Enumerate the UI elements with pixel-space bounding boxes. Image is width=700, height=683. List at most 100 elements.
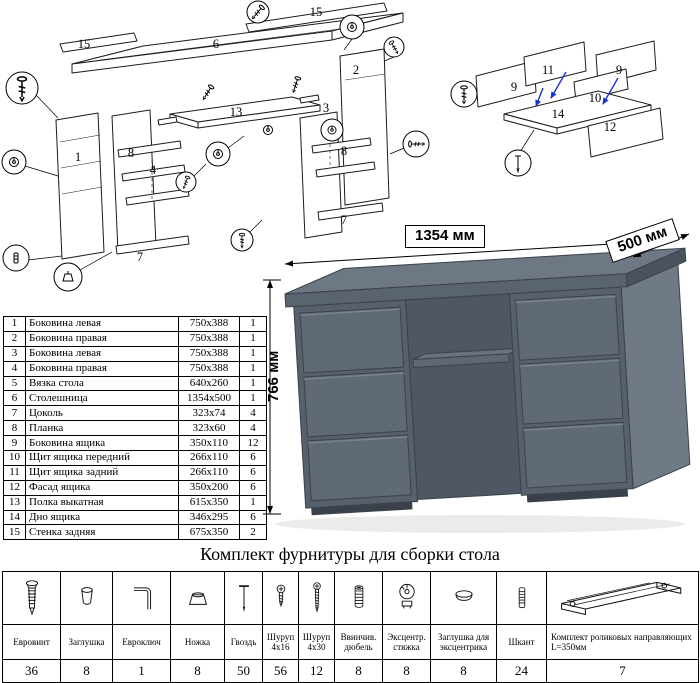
- part-size: 675x350: [178, 524, 240, 541]
- hardware-item-name: Заглушка для эксцентрика: [430, 624, 497, 660]
- part-name: Цоколь: [25, 405, 179, 422]
- hardware-kit-title: Комплект фурнитуры для сборки стола: [200, 544, 500, 564]
- hardware-item-name: Евроключ: [112, 624, 171, 660]
- part-name: Стенка задняя: [25, 524, 179, 541]
- part-name: Щит ящика задний: [25, 464, 179, 481]
- part-size: 350x200: [178, 479, 240, 496]
- part-number: 6: [3, 390, 26, 407]
- part-name: Боковина левая: [25, 345, 179, 362]
- part-qty: 6: [239, 509, 267, 526]
- part-name: Щит ящика передний: [25, 450, 179, 466]
- hardware-item-qty: 12: [298, 659, 335, 683]
- part-qty: 1: [239, 330, 267, 347]
- cam-lock-icon: [382, 571, 431, 625]
- part-name: Боковина правая: [25, 330, 179, 347]
- part-name: Полка выкатная: [25, 494, 179, 511]
- part-qty: 4: [239, 405, 267, 422]
- hardware-item-name: Шкант: [496, 624, 547, 660]
- hardware-item-qty: 7: [546, 659, 699, 683]
- hardware-item-qty: 36: [2, 659, 61, 683]
- part-size: 266x110: [178, 450, 240, 466]
- part-name: Вязка стола: [25, 375, 179, 392]
- part-size: 750x388: [178, 316, 240, 332]
- desk-drawing: [263, 233, 691, 533]
- part-number: 10: [3, 450, 26, 466]
- main-assembly-drawing: [1, 0, 430, 292]
- part-qty: 2: [239, 524, 267, 541]
- part-size: 323x74: [178, 405, 240, 422]
- hardware-item-name: Заглушка: [60, 624, 113, 660]
- hardware-item-qty: 8: [382, 659, 431, 683]
- height-dimension-label: 766 мм: [265, 350, 282, 402]
- hardware-item-name: Шуруп 4x16: [262, 624, 299, 660]
- nail-icon: [224, 571, 263, 625]
- drawer-slides-icon: [546, 571, 699, 625]
- desk-render: 1354 мм 500 мм 766 мм: [255, 217, 700, 548]
- part-size: 640x260: [178, 375, 240, 392]
- part-number: 5: [3, 375, 26, 392]
- hardware-item-name: Эксцентр. стяжка: [382, 624, 431, 660]
- part-size: 266x110: [178, 464, 240, 481]
- hardware-item-qty: 8: [334, 659, 383, 683]
- part-size: 350x110: [178, 435, 240, 452]
- cam-cover-icon: [430, 571, 497, 625]
- part-number: 4: [3, 360, 26, 377]
- hardware-item-qty: 50: [224, 659, 263, 683]
- hardware-item-name: Ввинчив. дюбель: [334, 624, 383, 660]
- part-number: 12: [3, 479, 26, 496]
- part-size: 346x295: [178, 509, 240, 526]
- hex-key-icon: [112, 571, 171, 625]
- part-size: 750x388: [178, 360, 240, 377]
- part-name: Фасад ящика: [25, 479, 179, 496]
- hardware-table-row: [2, 571, 699, 625]
- part-number: 7: [3, 405, 26, 422]
- part-number: 2: [3, 330, 26, 347]
- width-dimension-label: 1354 мм: [405, 225, 485, 248]
- hardware-item-qty: 8: [430, 659, 497, 683]
- screw-4x30-icon: [298, 571, 335, 625]
- part-name: Боковина левая: [25, 316, 179, 332]
- hardware-item-qty: 24: [496, 659, 547, 683]
- cap-plug-icon: [60, 571, 113, 625]
- hardware-item-name: Евровинт: [2, 624, 61, 660]
- part-size: 615x350: [178, 494, 240, 511]
- part-name: Дно ящика: [25, 509, 179, 526]
- hardware-item-qty: 8: [60, 659, 113, 683]
- screw-4x16-icon: [262, 571, 299, 625]
- furniture-foot-icon: [170, 571, 225, 625]
- part-number: 1: [3, 316, 26, 332]
- confirmat-screw-icon: [2, 571, 61, 625]
- drawer-assembly-drawing: [450, 40, 664, 177]
- hardware-item-name: Ножка: [170, 624, 225, 660]
- part-number: 3: [3, 345, 26, 362]
- hardware-item-name: Шуруп 4x30: [298, 624, 335, 660]
- part-size: 750x388: [178, 330, 240, 347]
- wooden-dowel-icon: [496, 571, 547, 625]
- screw-dowel-icon: [334, 571, 383, 625]
- part-name: Боковина ящика: [25, 435, 179, 452]
- hardware-item-qty: 8: [170, 659, 225, 683]
- part-name: Столешница: [25, 390, 179, 407]
- part-name: Боковина правая: [25, 360, 179, 377]
- part-number: 9: [3, 435, 26, 452]
- part-number: 11: [3, 464, 26, 481]
- part-size: 323x60: [178, 420, 240, 437]
